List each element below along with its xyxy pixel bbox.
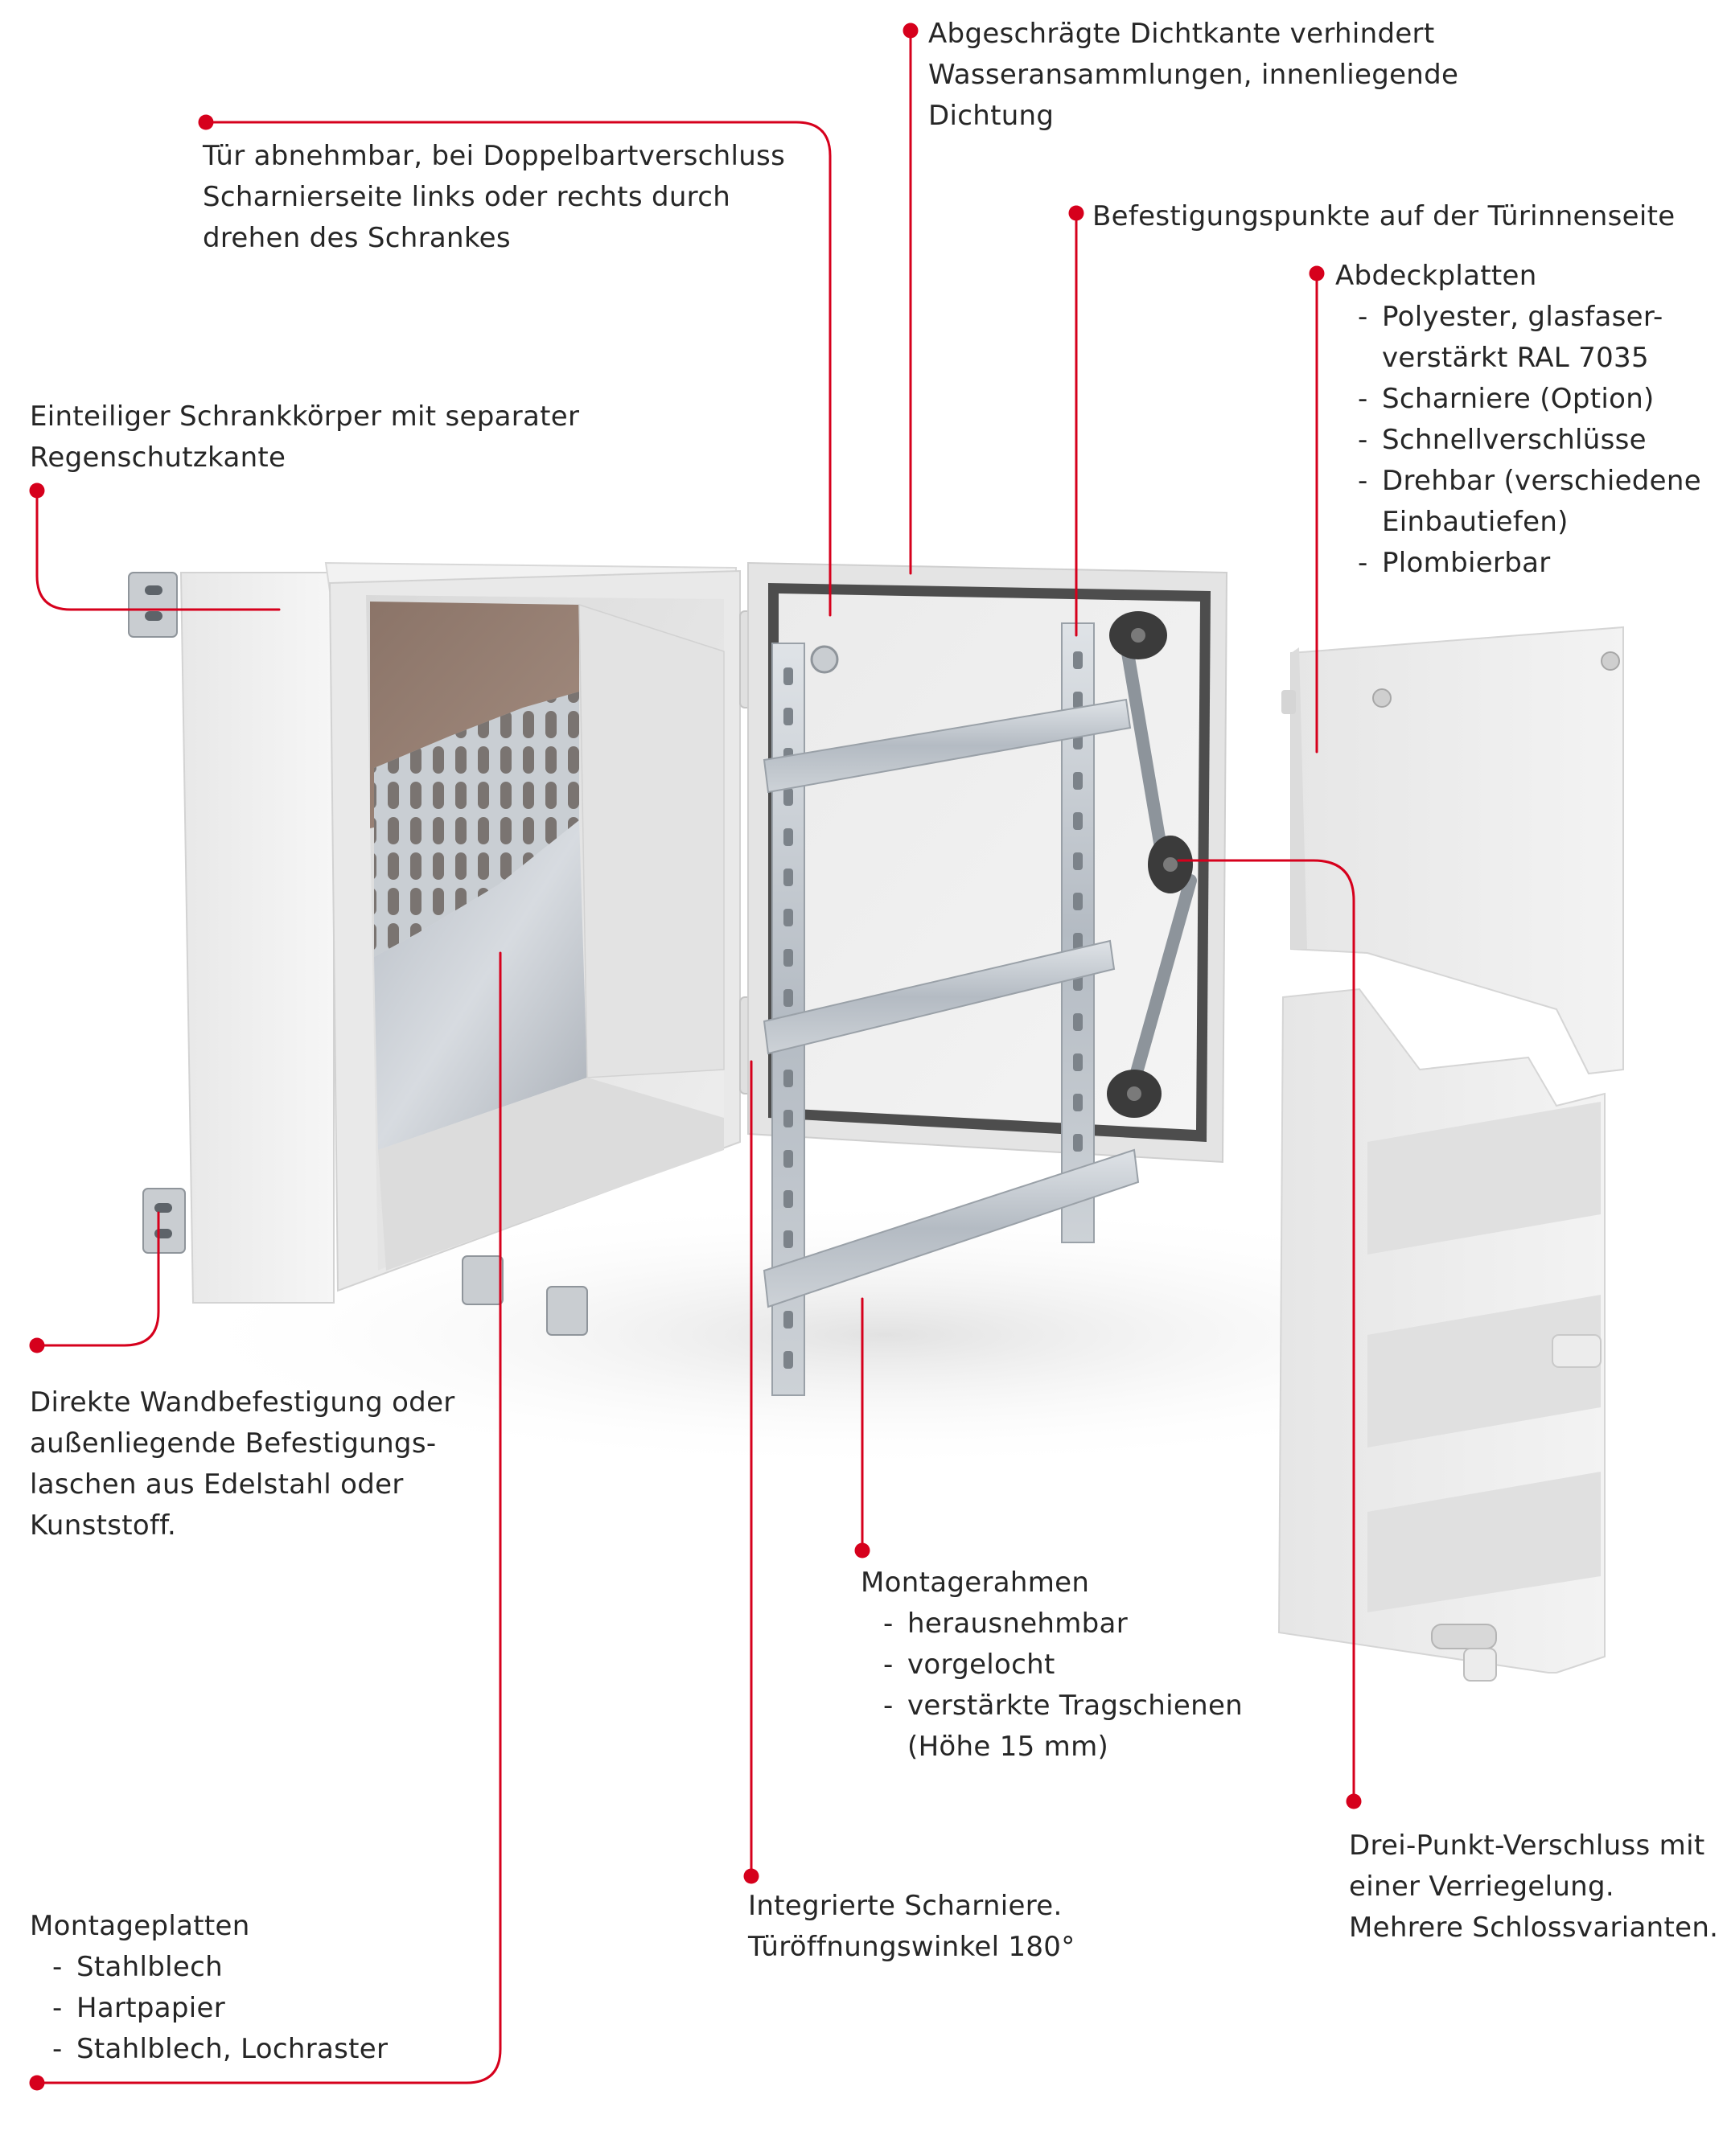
list-item: -Plombierbar — [1358, 547, 1551, 579]
callout-line: Wasseransammlungen, innenliegende — [928, 59, 1459, 91]
callout-line: Regenschutzkante — [30, 441, 286, 474]
callout-abdeckplatten: Abdeckplatten -Polyester, glasfaser-vers… — [1335, 256, 1701, 584]
callout-line: Direkte Wandbefestigung oder — [30, 1386, 455, 1419]
callout-line: einer Verriegelung. — [1349, 1871, 1615, 1903]
callout-montagerahmen: Montagerahmen -herausnehmbar -vorgelocht… — [861, 1563, 1243, 1768]
callout-line: Befestigungspunkte auf der Türinnenseite — [1092, 200, 1676, 232]
callout-line: laschen aus Edelstahl oder — [30, 1468, 404, 1501]
callout-line: Tür abnehmbar, bei Doppelbartverschluss — [203, 140, 786, 172]
callout-line: Mehrere Schlossvarianten. — [1349, 1912, 1719, 1944]
callout-dichtkante: Abgeschrägte Dichtkante verhindert Wasse… — [928, 14, 1458, 137]
callout-line: Türöffnungswinkel 180° — [748, 1931, 1075, 1963]
callout-line: Einteiliger Schrankkörper mit separater — [30, 400, 580, 433]
callout-line: Integrierte Scharniere. — [748, 1890, 1063, 1922]
callout-schrankkoerper: Einteiliger Schrankkörper mit separater … — [30, 396, 579, 478]
callout-line: Abgeschrägte Dichtkante verhindert — [928, 18, 1435, 50]
list-item: -verstärkte Tragschienen(Höhe 15 mm) — [883, 1690, 1244, 1763]
callout-befestigungspunkte: Befestigungspunkte auf der Türinnenseite — [1092, 196, 1675, 237]
callout-line: Kunststoff. — [30, 1509, 177, 1542]
list-item: -Schnellverschlüsse — [1358, 424, 1647, 456]
callout-line: drehen des Schrankes — [203, 222, 511, 254]
callout-verschluss: Drei-Punkt-Verschluss mit einer Verriege… — [1349, 1825, 1718, 1949]
callout-line: außenliegende Befestigungs- — [30, 1427, 437, 1460]
list-item: -Stahlblech, Lochraster — [52, 2033, 389, 2065]
list-item: -Polyester, glasfaser-verstärkt RAL 7035 — [1358, 301, 1663, 374]
callout-tuer: Tür abnehmbar, bei Doppelbartverschluss … — [203, 136, 785, 259]
list-item: -Hartpapier — [52, 1992, 226, 2024]
callout-title: Montagerahmen — [861, 1567, 1090, 1599]
callout-line: Dichtung — [928, 100, 1055, 132]
callout-wandbefestigung: Direkte Wandbefestigung oder außenliegen… — [30, 1382, 455, 1546]
callout-line: Scharnierseite links oder rechts durch — [203, 181, 731, 213]
list-item: -herausnehmbar — [883, 1608, 1128, 1640]
list-item: -Stahlblech — [52, 1951, 223, 1983]
callout-line: Drei-Punkt-Verschluss mit — [1349, 1830, 1705, 1862]
callout-montageplatten: Montageplatten -Stahlblech -Hartpapier -… — [30, 1906, 388, 2070]
callout-scharniere: Integrierte Scharniere. Türöffnungswinke… — [748, 1886, 1075, 1968]
list-item: -vorgelocht — [883, 1649, 1055, 1681]
callout-title: Montageplatten — [30, 1910, 250, 1942]
callout-title: Abdeckplatten — [1335, 260, 1537, 292]
list-item: -Scharniere (Option) — [1358, 383, 1655, 415]
